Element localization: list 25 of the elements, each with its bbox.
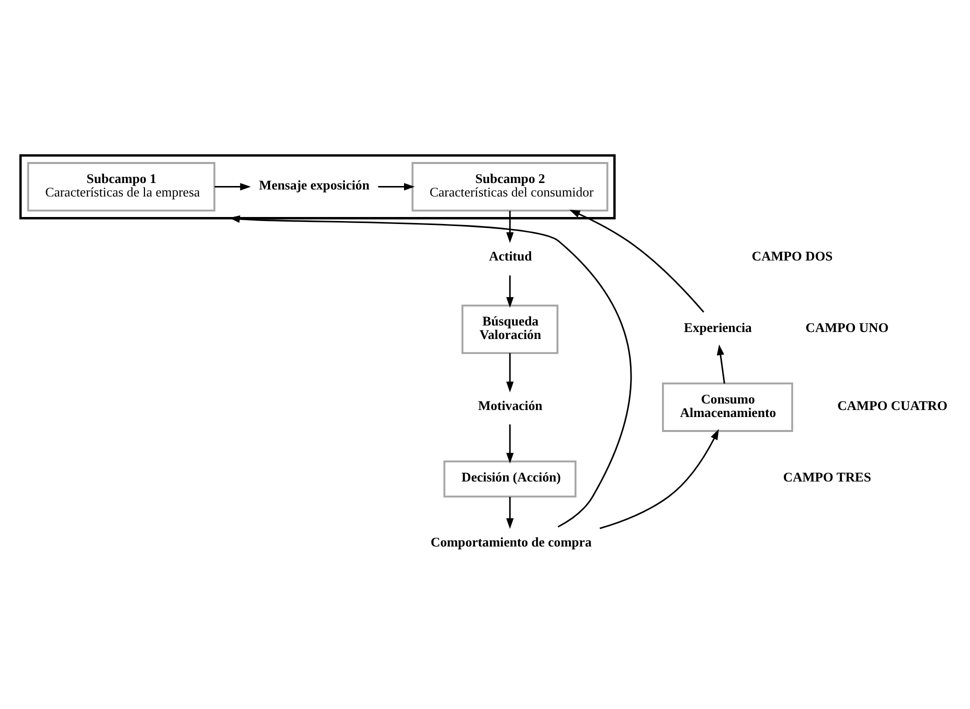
label: CAMPO CUATRO — [837, 398, 948, 413]
arrow — [600, 429, 719, 530]
node-box: Búsqueda Valoración — [461, 304, 558, 354]
arrow — [378, 183, 415, 190]
arrow — [569, 210, 704, 313]
node-box: Decisión (Acción) — [443, 460, 576, 498]
node-text: Experiencia — [684, 320, 752, 335]
arrow — [506, 210, 514, 243]
arrow — [229, 215, 632, 528]
label: CAMPO DOS — [752, 248, 833, 264]
node-box: Subcampo 1 Características de la empresa — [27, 162, 216, 212]
label: CAMPO UNO — [806, 320, 889, 335]
arrow — [506, 496, 514, 529]
arrow — [506, 275, 514, 308]
node-text: Comportamiento de compra — [430, 534, 592, 550]
node-text: Motivación — [478, 398, 542, 413]
arrow — [506, 424, 514, 464]
arrow — [214, 183, 251, 190]
node-text: Actitud — [489, 248, 532, 264]
arrow — [506, 353, 514, 392]
node-box: Consumo Almacenamiento — [662, 382, 794, 432]
label: CAMPO TRES — [783, 470, 872, 485]
arrow — [716, 344, 726, 384]
node-box: Subcampo 2 Características del consumidor — [412, 162, 608, 212]
node-text: Mensaje exposición — [259, 177, 370, 192]
